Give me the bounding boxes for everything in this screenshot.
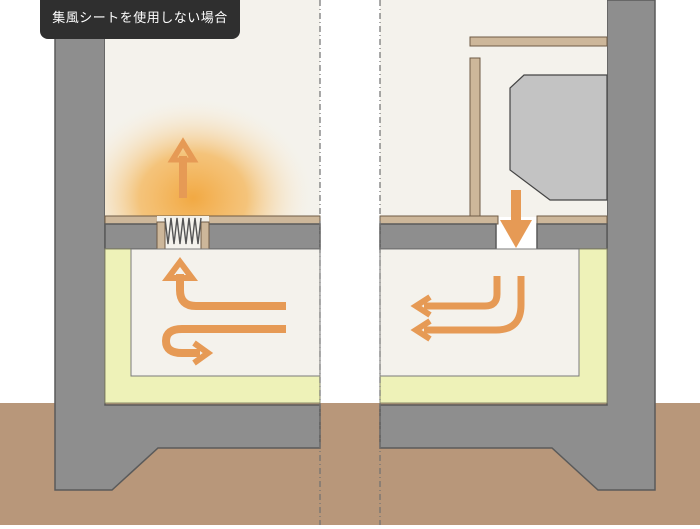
left-panel <box>54 0 321 491</box>
right-floor-board-right <box>536 215 608 225</box>
airflow-loop-arrowhead <box>162 257 198 281</box>
right-crawl-space <box>379 248 580 377</box>
airflow-curve-arrow-icon-2 <box>424 276 525 334</box>
coil-heater-icon <box>164 217 202 245</box>
heat-glow-icon <box>105 98 313 217</box>
airflow-s-arrow-icon <box>161 325 286 357</box>
up-arrow-icon <box>167 137 199 198</box>
right-panel <box>379 0 656 491</box>
title-badge: 集風シートを使用しない場合 <box>40 0 240 39</box>
left-crawl-space <box>130 248 321 377</box>
right-floor-slab-right <box>536 223 608 250</box>
airflow-curve-arrow-icon <box>424 276 501 310</box>
left-floor-board <box>104 215 321 225</box>
down-arrow-icon <box>500 190 532 248</box>
right-top-shelf <box>469 36 608 47</box>
airflow-s-arrowhead <box>192 340 214 366</box>
right-vertical-board <box>469 57 481 219</box>
left-floor-slab <box>104 223 321 250</box>
right-floor-board-left <box>379 215 499 225</box>
airflow-loop-arrow-icon <box>176 274 286 310</box>
airflow-curve-arrowhead-1 <box>410 294 432 318</box>
right-floor-slab-left <box>379 223 497 250</box>
air-conditioner-unit-icon <box>509 74 608 201</box>
airflow-curve-arrowhead-2 <box>410 318 432 342</box>
